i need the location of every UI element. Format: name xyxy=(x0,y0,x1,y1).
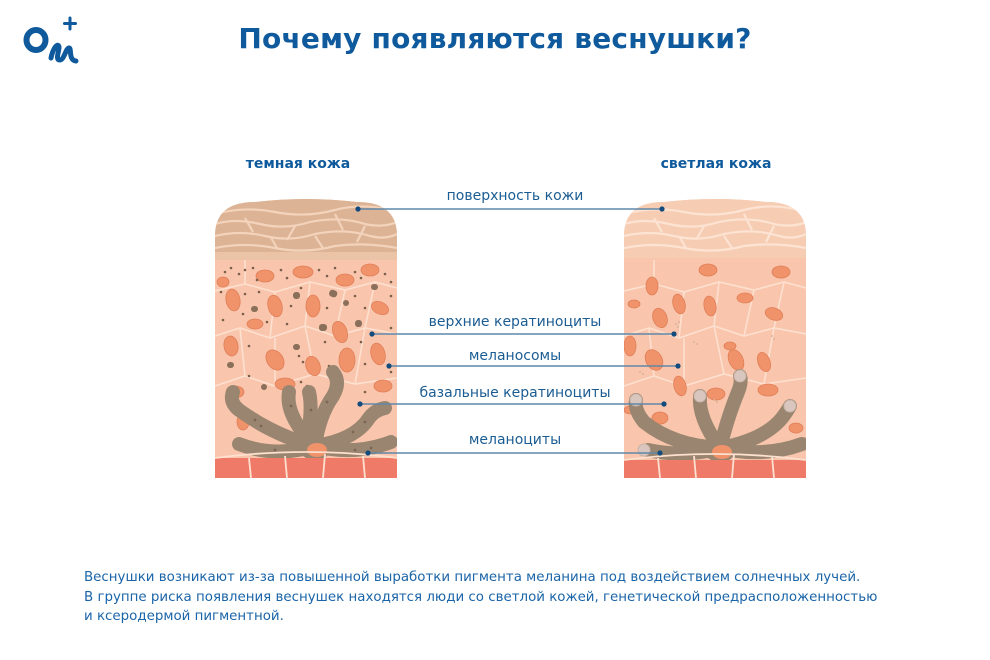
label-skin-surface: поверхность кожи xyxy=(446,188,584,204)
label-melanosomes: меланосомы xyxy=(468,348,562,364)
caption-line-1: Веснушки возникают из-за повышенной выра… xyxy=(84,570,861,585)
page-title: Почему появляются веснушки? xyxy=(238,22,752,55)
caption-paragraph: Веснушки возникают из-за повышенной выра… xyxy=(84,568,944,627)
light-skin-cross-section-illustration xyxy=(624,199,806,478)
dark-skin-label: темная кожа xyxy=(245,156,351,172)
light-skin-label: светлая кожа xyxy=(660,156,772,172)
caption-line-2: В группе риска появления веснушек находя… xyxy=(84,589,878,605)
label-upper-keratinocytes: верхние кератиноциты xyxy=(428,314,602,330)
dark-skin-cross-section-illustration xyxy=(215,199,397,478)
caption-line-3: и ксеродермой пигментной. xyxy=(84,609,284,624)
label-melanocytes: меланоциты xyxy=(468,432,562,448)
on-clinic-logo-icon[interactable] xyxy=(22,14,82,68)
label-basal-keratinocytes: базальные кератиноциты xyxy=(419,385,611,401)
